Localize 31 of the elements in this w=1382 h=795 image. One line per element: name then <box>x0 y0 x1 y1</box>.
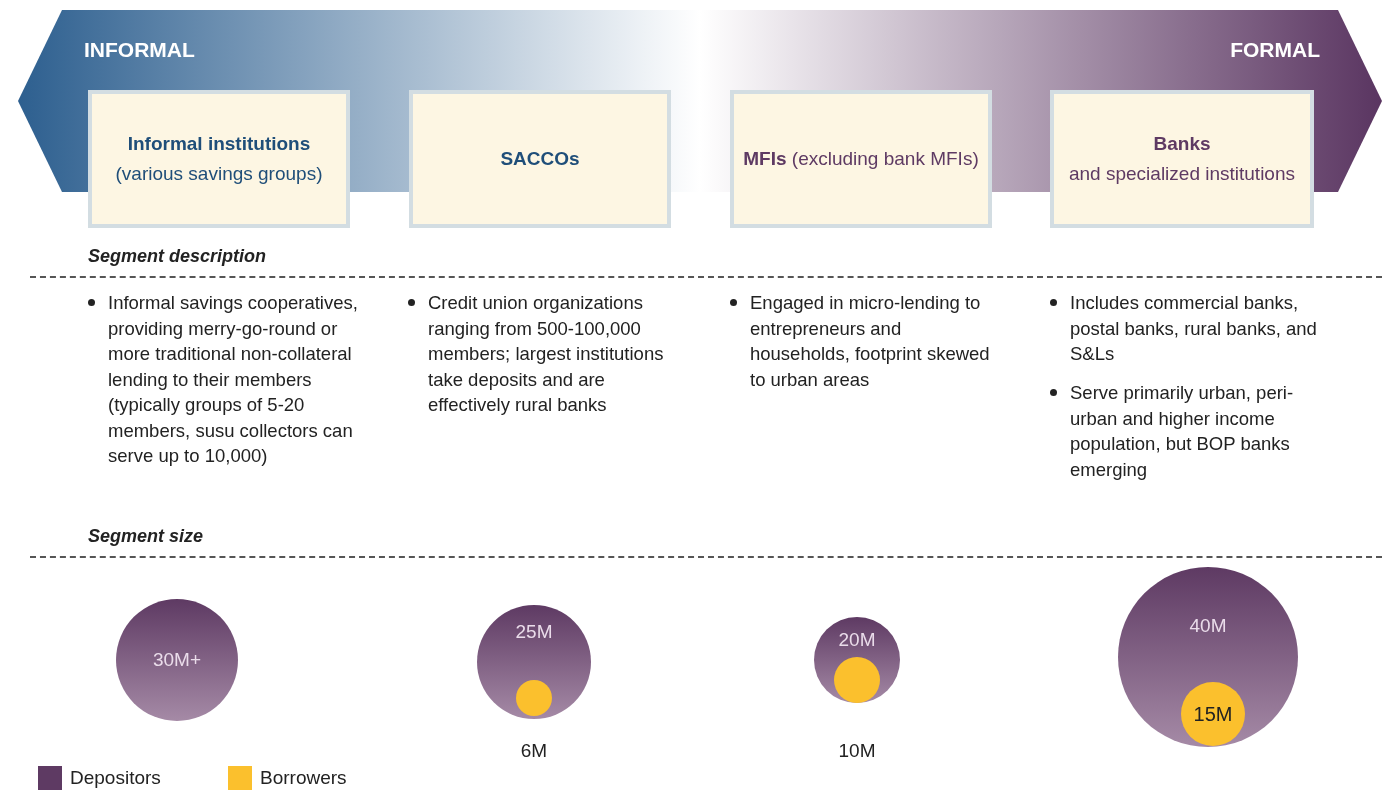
segment-size-value: 20M <box>838 629 876 652</box>
segment-description: Engaged in micro-lending to entrepreneurs and households, footprint skewed to urban areas <box>750 291 991 392</box>
institution-name: Banks <box>1153 132 1211 156</box>
legend-label: Depositors <box>70 767 161 789</box>
institution-note: and specialized institutions <box>1069 162 1295 186</box>
segment-description: Serve primarily urban, peri-urban and higher income population, but BOP banks emerging <box>1070 381 1295 482</box>
institution-box <box>1050 90 1314 228</box>
institution-name: Informal institutions <box>127 132 311 156</box>
segment-size-value: 25M <box>515 620 553 643</box>
institution-note: (various savings groups) <box>115 162 323 186</box>
institution-box <box>730 90 992 228</box>
section-heading: Segment size <box>88 526 204 547</box>
institution-box <box>88 90 350 228</box>
segment-size-value: 6M <box>519 740 549 762</box>
segment-size-value: 30M+ <box>152 649 202 671</box>
institution-name: SACCOs <box>500 147 580 171</box>
segment-description: Includes commercial banks, postal banks, rural banks, and S&Ls <box>1070 291 1318 366</box>
institution-box <box>409 90 671 228</box>
borrowers-circle <box>834 657 880 703</box>
segment-size-value: 40M <box>1189 615 1227 637</box>
segment-size-value: 10M <box>837 740 877 762</box>
section-heading: Segment description <box>88 246 267 267</box>
segment-size-value: 15M <box>1193 702 1233 726</box>
legend-label: Borrowers <box>260 767 347 789</box>
segment-description: Informal savings cooperatives, providing merry-go-round or more traditional non-collateral lending to their members (typically groups of 5-20 members, susu collectors can serve up to 10,000) <box>108 291 358 468</box>
band-end-label: FORMAL <box>1230 38 1320 62</box>
borrowers-circle <box>1181 682 1245 746</box>
borrowers-circle <box>516 680 552 716</box>
institution-name: MFIs (excluding bank MFIs) <box>743 147 979 171</box>
segment-description: Credit union organizations ranging from 500-100,000 members; largest institutions take deposits and are effectively rural banks <box>428 291 665 417</box>
band-end-label: INFORMAL <box>84 38 195 62</box>
